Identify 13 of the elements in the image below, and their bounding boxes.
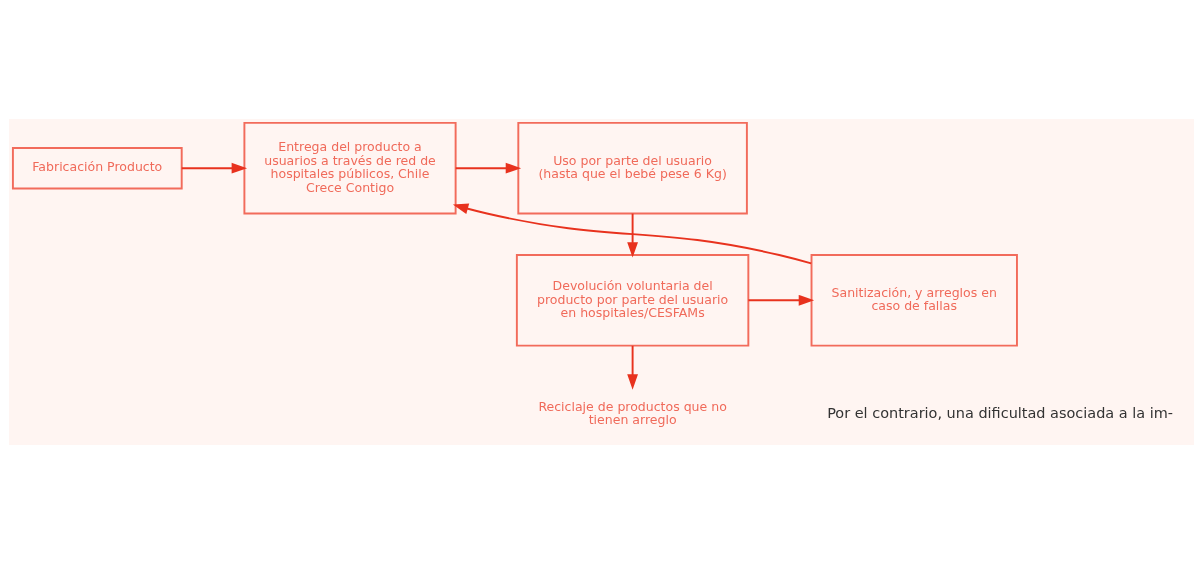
node-box: Sanitización, y arreglos en caso de fallas <box>810 254 1018 347</box>
label: Por el contrario, una dificultad asociada a la im- <box>827 404 1174 421</box>
arrow <box>452 203 813 265</box>
arrow <box>627 344 639 390</box>
node-text: Reciclaje de productos que no tienen arreglo <box>538 398 727 428</box>
node-box: Devolución voluntaria del producto por parte del usuario en hospitales/CESFAMs <box>515 254 750 347</box>
node-box: Entrega del producto a usuarios a través de red de hospitales públicos, Chile Crece Contigo <box>243 121 457 215</box>
node-box: Fabricación Producto <box>11 146 183 190</box>
arrow <box>454 162 522 174</box>
node-box: Uso por parte del usuario (hasta que el bebé pese 6 Kg) <box>517 121 748 215</box>
arrow <box>627 212 638 258</box>
arrow <box>747 294 815 306</box>
arrow <box>180 162 248 174</box>
